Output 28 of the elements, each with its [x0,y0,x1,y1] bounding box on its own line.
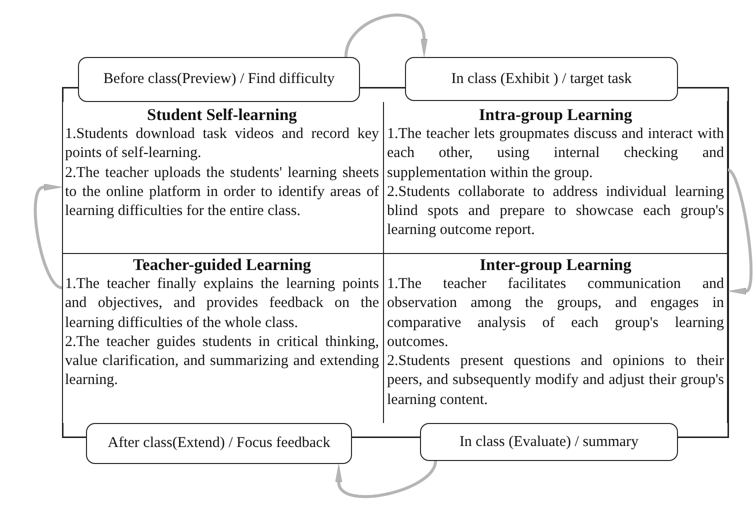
stage-label: In class (Evaluate) / summary [459,434,639,450]
curved-arrow [344,14,428,58]
panel-heading: Intra-group Learning [478,105,634,125]
stage-tab [78,57,360,102]
stage-label: After class(Extend) / Focus feedback [108,435,330,452]
stage-tab [420,423,678,461]
panel-paragraph: 1.The teacher facilitates communication and observation among the groups, and engages in comparative analysis of each group's learning outcomes. [387,275,724,352]
stage-tab [405,57,678,101]
panel-paragraph: 1.The teacher finally explains the learning points and objectives, and provides feedback on the learning difficulties of the whole class. [65,275,379,333]
panel-heading: Student Self-learning [146,105,298,125]
curved-arrow [34,184,63,290]
curved-arrow [335,460,437,498]
panel-paragraph: 1.The teacher lets groupmates discuss and interact with each other, using internal checking and supplementation within the group. [387,125,724,183]
quadrant-panel [384,101,728,254]
panel-paragraph: 2.The teacher guides students in critical thinking, value clarification, and summarizing and extending learning. [65,332,379,390]
panel-heading: Inter-group Learning [478,255,632,275]
panel-paragraph: 2.Students present questions and opinions to their peers, and subsequently modify and adjust their group's learning content. [387,352,724,410]
quadrant-panel [62,254,384,423]
quadrant-panel [62,102,384,254]
panel-paragraph: 2.The teacher uploads the students' learning sheets to the online platform in order to identify areas of learning difficulties for the entire class. [65,164,379,222]
quadrant-panel [384,254,728,423]
stage-tab [86,423,352,464]
curved-arrow [727,168,753,296]
panel-paragraph: 2.Students collaborate to address individual learning blind spots and prepare to showcase each group's learning outcome report. [387,182,724,240]
stage-label: In class (Exhibit ) / target task [451,70,632,88]
stage-label: Before class(Preview) / Find difficulty [103,71,335,88]
panel-heading: Teacher-guided Learning [132,255,312,275]
panel-paragraph: 1.Students download task videos and record key points of self-learning. [65,125,379,164]
